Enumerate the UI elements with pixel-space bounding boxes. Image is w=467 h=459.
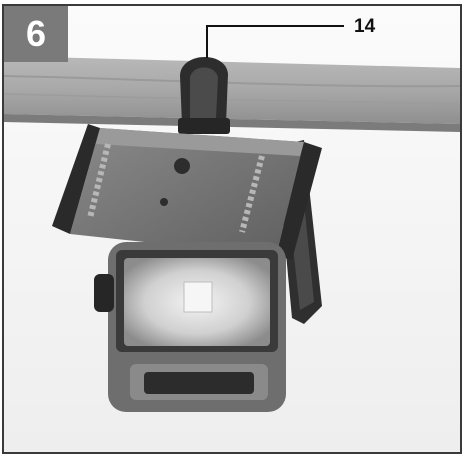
- callout-label-14: 14: [354, 16, 376, 37]
- lamp-housing: [94, 242, 286, 412]
- wooden-beam: [4, 56, 460, 132]
- mounting-plate: [52, 124, 322, 260]
- illustration-work-light-on-beam: [4, 25, 460, 412]
- figure-frame: 6 14: [2, 4, 462, 454]
- hook-clip: [178, 56, 230, 134]
- figure-number-badge: 6: [4, 6, 68, 62]
- callout-leader-line: [206, 25, 344, 58]
